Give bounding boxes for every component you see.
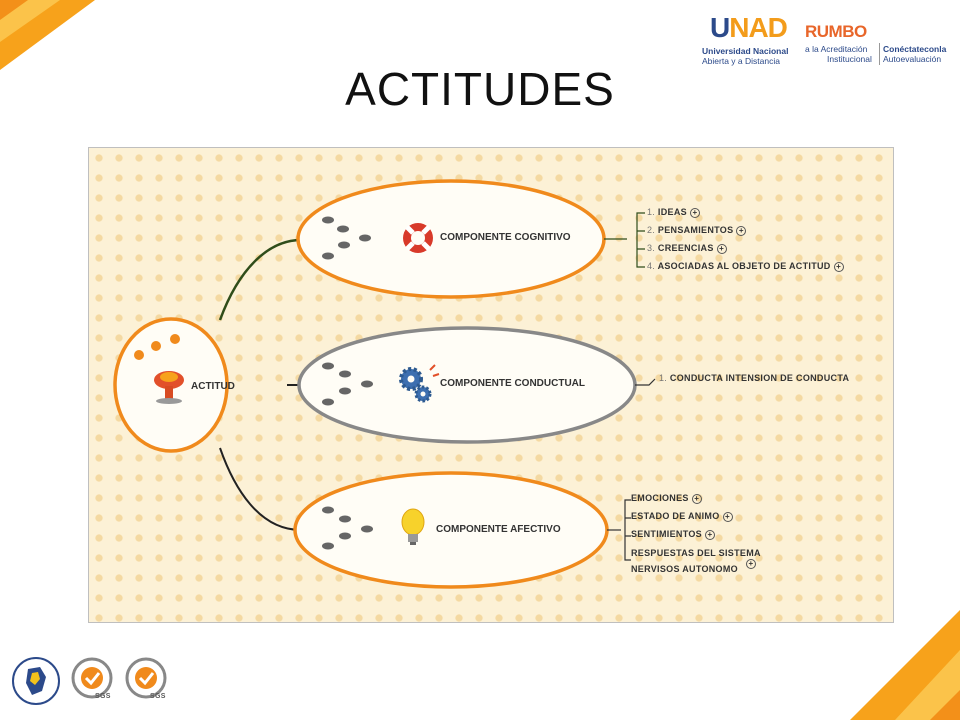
connector-afectivo — [219, 447, 302, 531]
list-item[interactable]: EMOCIONES+ — [631, 493, 702, 504]
branch-label-conductual: COMPONENTE CONDUCTUAL — [440, 378, 585, 389]
mind-map-canvas — [113, 179, 656, 589]
list-item[interactable]: 1. IDEAS+ — [647, 207, 700, 218]
list-item[interactable]: 2. PENSAMIENTOS+ — [647, 225, 747, 236]
conectate-logo-line1: Conéctateconla — [883, 44, 947, 54]
unad-logo-wordmark: UNAD — [710, 12, 788, 43]
gears-icon — [399, 364, 440, 403]
expand-plus-icon[interactable]: + — [689, 207, 700, 218]
sgs-label: SGS — [150, 693, 166, 700]
branch-label-afectivo: COMPONENTE AFECTIVO — [436, 524, 561, 535]
conectate-logo-line2: Autoevaluación — [883, 54, 942, 64]
bracket-conductual — [635, 378, 656, 386]
central-dot — [170, 334, 180, 344]
sgs-label: SGS — [95, 693, 111, 700]
branch-dots-conductual — [322, 362, 373, 406]
bracket-afectivo — [607, 499, 631, 561]
central-node-label: ACTITUD — [191, 381, 235, 392]
list-item[interactable]: ESTADO DE ANIMO+ — [631, 511, 733, 522]
mind-map-panel: ACTITUD COMPONENTE COGNITIVO COMPONENTE … — [88, 147, 894, 623]
rumbo-logo-wordmark: RUMBO — [805, 22, 867, 41]
mushroom-cloud-icon — [154, 371, 184, 404]
expand-plus-icon[interactable]: + — [716, 243, 727, 254]
unad-logo-line1: Universidad Nacional — [702, 46, 789, 56]
light-bulb-icon — [401, 508, 425, 545]
bottom-right-stripe-decoration — [850, 610, 960, 720]
branch-label-cognitivo: COMPONENTE COGNITIVO — [440, 232, 571, 243]
top-left-stripe-decoration — [0, 0, 95, 70]
iso-certification-icon — [125, 657, 167, 699]
rumbo-logo: RUMBO a la Acreditación Institucional Co… — [805, 22, 955, 72]
expand-plus-icon[interactable]: + — [833, 261, 844, 272]
unad-logo: UNAD Universidad Nacional Abierta y a Di… — [700, 12, 790, 70]
unad-logo-line2: Abierta y a Distancia — [702, 56, 780, 66]
life-ring-icon — [403, 223, 433, 253]
colombia-seal-icon — [12, 657, 60, 705]
central-dot — [134, 350, 144, 360]
expand-plus-icon[interactable]: + — [722, 511, 733, 522]
rumbo-logo-line1: a la Acreditación — [805, 44, 868, 54]
list-item[interactable]: 4. ASOCIADAS AL OBJETO DE ACTITUD+ — [647, 261, 844, 272]
bracket-cognitivo — [604, 212, 645, 268]
list-item[interactable]: SENTIMIENTOS+ — [631, 529, 715, 540]
branch-dots-afectivo — [322, 506, 373, 550]
expand-plus-icon[interactable]: + — [736, 225, 747, 236]
branch-dots-cognitivo — [322, 216, 371, 260]
slide-title: ACTITUDES — [345, 63, 615, 115]
expand-plus-icon[interactable]: + — [745, 559, 756, 569]
list-item[interactable]: 1. CONDUCTA INTENSION DE CONDUCTA — [659, 373, 850, 383]
expand-plus-icon[interactable]: + — [704, 529, 715, 540]
central-dot — [151, 341, 161, 351]
list-item[interactable]: 3. CREENCIAS+ — [647, 243, 727, 254]
iso-certification-icon — [71, 657, 113, 699]
rumbo-logo-line2: Institucional — [827, 54, 872, 64]
connector-cognitivo — [218, 238, 302, 321]
expand-plus-icon[interactable]: + — [691, 493, 702, 504]
